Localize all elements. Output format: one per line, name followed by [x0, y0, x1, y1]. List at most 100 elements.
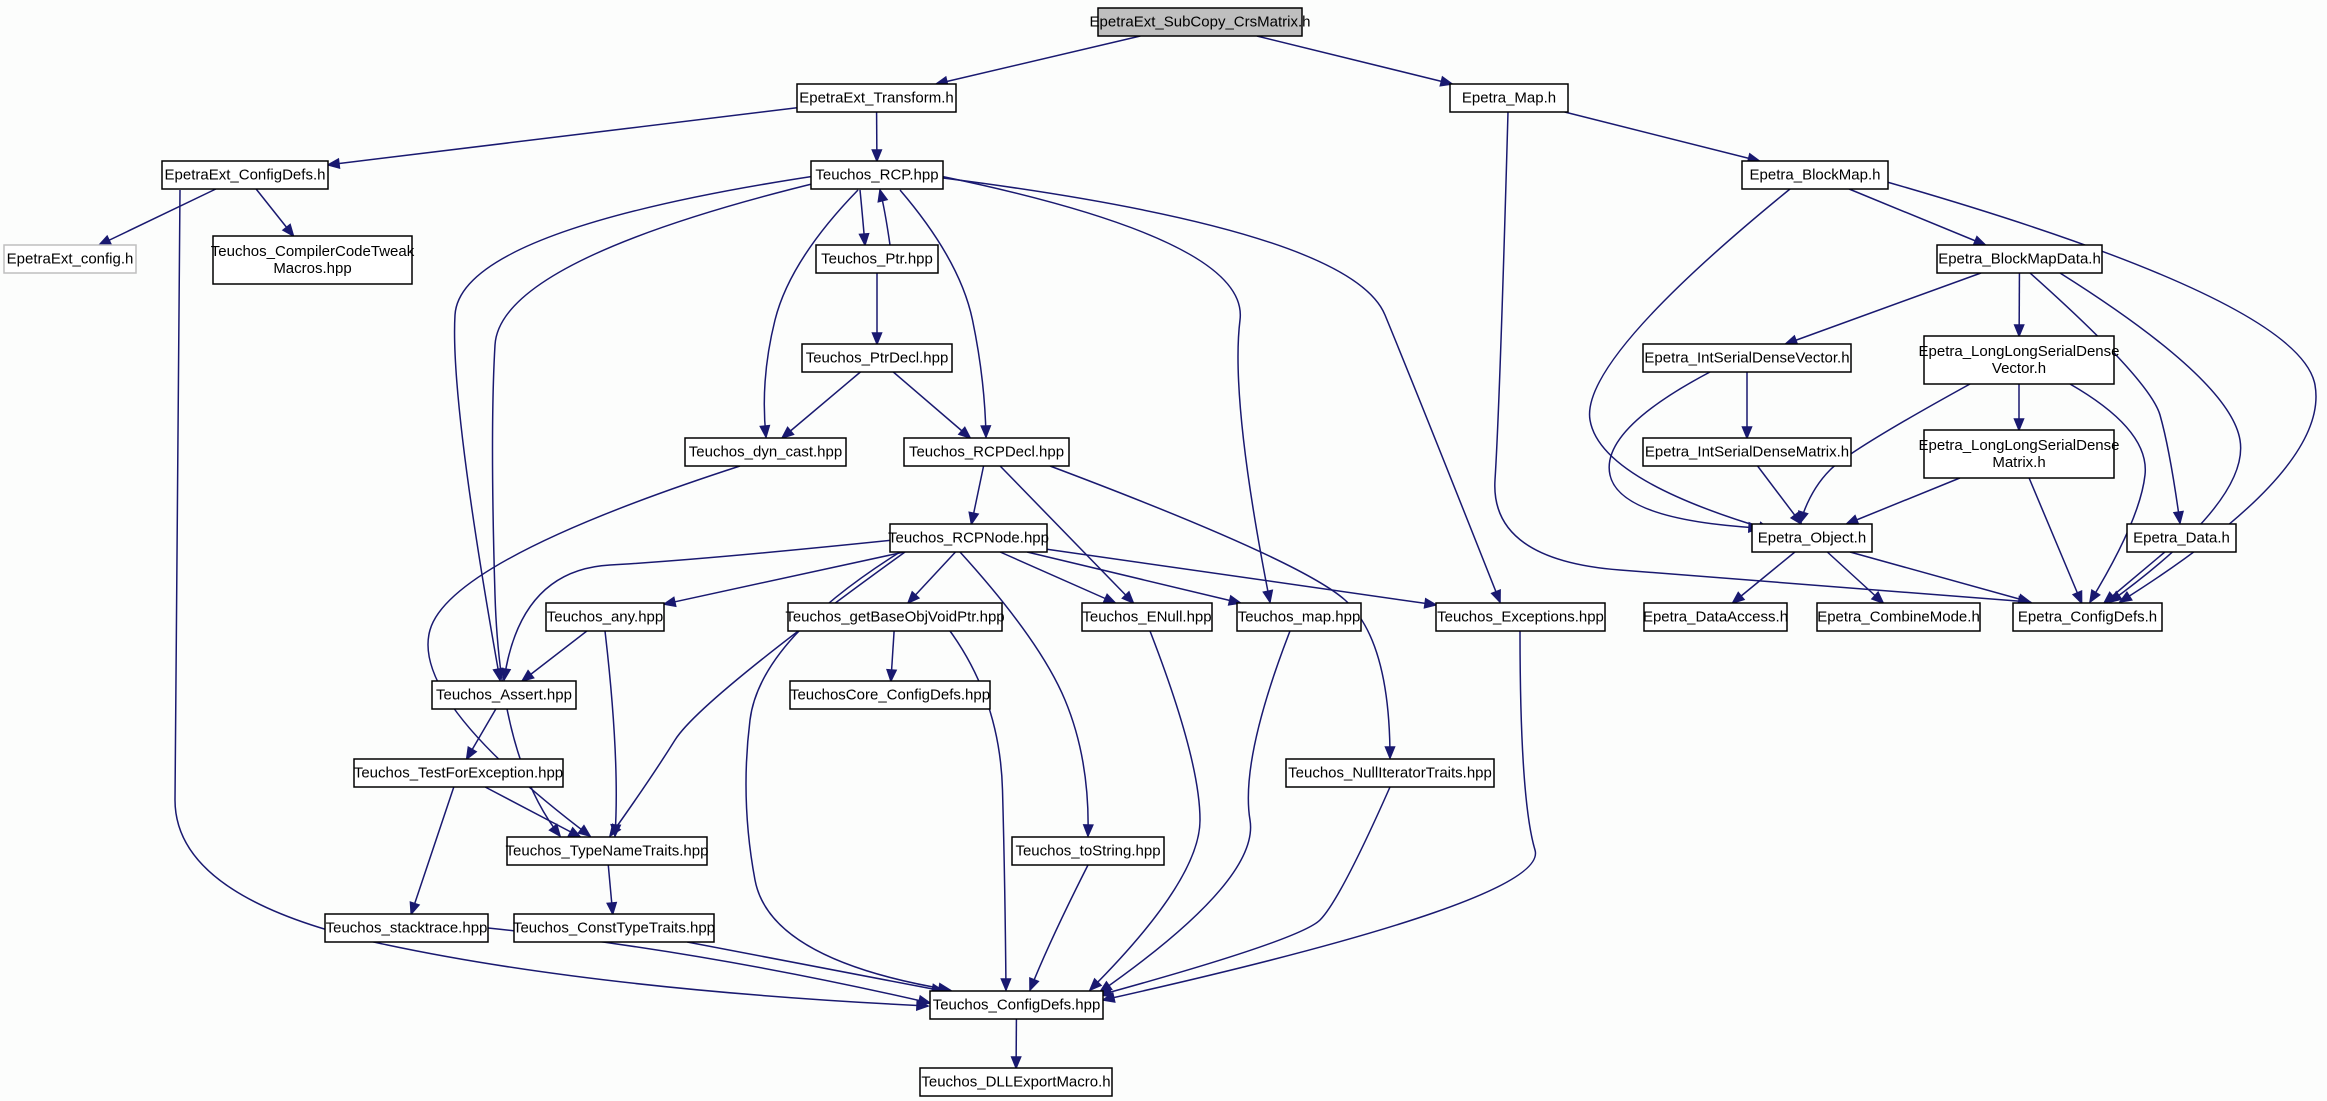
node-label: Epetra_IntSerialDenseVector.h — [1644, 350, 1849, 367]
node-exceptions[interactable]: Teuchos_Exceptions.hpp — [1435, 602, 1606, 632]
node-tostring[interactable]: Teuchos_toString.hpp — [1011, 836, 1165, 866]
node-box — [789, 680, 991, 710]
node-box — [161, 160, 329, 190]
node-tmap[interactable]: Teuchos_map.hpp — [1236, 602, 1362, 632]
node-rcpdecl[interactable]: Teuchos_RCPDecl.hpp — [903, 437, 1070, 467]
node-label: Teuchos_Ptr.hpp — [821, 251, 933, 268]
arrowhead-rcpdecl-to-nulliter — [1384, 746, 1396, 760]
node-label: Epetra_Map.h — [1462, 90, 1556, 107]
node-blockmapdata[interactable]: Epetra_BlockMapData.h — [1936, 244, 2103, 274]
node-blockmap[interactable]: Epetra_BlockMap.h — [1741, 160, 1889, 190]
node-box — [1923, 429, 2115, 479]
node-eobject[interactable]: Epetra_Object.h — [1751, 523, 1873, 553]
node-tconfig[interactable]: Teuchos_ConfigDefs.hpp — [929, 990, 1104, 1020]
node-rcp[interactable]: Teuchos_RCP.hpp — [810, 160, 944, 190]
edge-rcp-to-tmap — [939, 175, 1271, 603]
node-getbase[interactable]: Teuchos_getBaseObjVoidPtr.hpp — [785, 602, 1005, 632]
node-typename[interactable]: Teuchos_TypeNameTraits.hpp — [506, 836, 709, 866]
node-combinemode[interactable]: Epetra_CombineMode.h — [1816, 602, 1981, 632]
node-nulliter[interactable]: Teuchos_NullIteratorTraits.hpp — [1285, 758, 1495, 788]
node-intsdv[interactable]: Epetra_IntSerialDenseVector.h — [1642, 343, 1852, 373]
node-ptr[interactable]: Teuchos_Ptr.hpp — [815, 244, 939, 274]
arrowhead-rcp-to-dyncast — [759, 424, 771, 439]
node-box — [919, 1067, 1113, 1097]
node-econfig[interactable]: Epetra_ConfigDefs.h — [2012, 602, 2163, 632]
arrowhead-rcpnode-to-tostring — [1082, 824, 1094, 838]
node-label: Epetra_CombineMode.h — [1817, 609, 1980, 626]
node-extconfig[interactable]: EpetraExt_ConfigDefs.h — [161, 160, 329, 190]
edge-rcpnode-to-enull — [999, 551, 1116, 604]
node-transform[interactable]: EpetraExt_Transform.h — [796, 83, 957, 113]
node-label: Teuchos_PtrDecl.hpp — [806, 350, 949, 367]
node-label: Teuchos_CompilerCodeTweak — [211, 243, 415, 260]
edges-layer — [97, 35, 2317, 1070]
node-ptrdecl[interactable]: Teuchos_PtrDecl.hpp — [801, 343, 953, 373]
node-label: Epetra_LongLongSerialDense — [1919, 437, 2120, 454]
node-label: Epetra_ConfigDefs.h — [2018, 609, 2157, 626]
arrowhead-tconfig-to-dllexport — [1010, 1056, 1022, 1070]
node-testforexc[interactable]: Teuchos_TestForException.hpp — [353, 758, 564, 788]
node-label: Teuchos_NullIteratorTraits.hpp — [1288, 765, 1492, 782]
node-label: Epetra_IntSerialDenseMatrix.h — [1645, 444, 1849, 461]
node-box — [353, 758, 564, 788]
arrowhead-extconfig-to-compiler — [281, 223, 295, 238]
arrowhead-rcpnode-to-exceptions — [1423, 597, 1438, 609]
node-stacktrace[interactable]: Teuchos_stacktrace.hpp — [324, 913, 489, 943]
arrowhead-assert-to-testforexc — [465, 746, 478, 761]
arrowhead-llsdv-to-econfig — [2088, 589, 2101, 604]
node-label: Teuchos_TypeNameTraits.hpp — [506, 843, 709, 860]
node-label: Teuchos_toString.hpp — [1015, 843, 1160, 860]
node-box — [1236, 602, 1362, 632]
node-dllexport[interactable]: Teuchos_DLLExportMacro.h — [919, 1067, 1113, 1097]
node-box — [1285, 758, 1495, 788]
node-box — [3, 244, 137, 274]
node-box — [1923, 335, 2115, 385]
node-intsdm[interactable]: Epetra_IntSerialDenseMatrix.h — [1642, 437, 1852, 467]
node-rcpnode[interactable]: Teuchos_RCPNode.hpp — [888, 523, 1049, 553]
arrowhead-blockmap-to-blockmapdata — [1972, 235, 1988, 246]
edge-rcpnode-to-assert — [503, 539, 895, 681]
arrowhead-getbase-to-coreconfig — [886, 668, 898, 683]
node-box — [815, 244, 939, 274]
arrowhead-llsdm-to-eobject — [1844, 514, 1860, 525]
node-box — [903, 437, 1070, 467]
edge-rcp-to-assert — [453, 175, 816, 681]
arrowhead-getbase-to-tconfig — [1000, 978, 1012, 992]
edge-blockmapdata-to-edata — [2029, 272, 2181, 524]
node-label: Teuchos_map.hpp — [1238, 609, 1361, 626]
node-coreconfig[interactable]: TeuchosCore_ConfigDefs.hpp — [789, 680, 991, 710]
arrowhead-rcpnode-to-enull — [1102, 593, 1118, 604]
edge-ptrdecl-to-dyncast — [781, 371, 861, 439]
node-label: Epetra_Data.h — [2133, 530, 2230, 547]
arrowhead-llsdv-to-llsdm — [2013, 418, 2025, 432]
arrowhead-intsdm-to-eobject — [1789, 511, 1803, 526]
node-assert[interactable]: Teuchos_Assert.hpp — [431, 680, 577, 710]
arrowhead-testforexc-to-stacktrace — [409, 901, 421, 916]
node-box — [684, 437, 847, 467]
arrowhead-typename-to-consttype — [606, 901, 618, 916]
edge-consttype-to-tconfig — [687, 941, 944, 992]
node-box — [1936, 244, 2103, 274]
node-edata[interactable]: Epetra_Data.h — [2126, 523, 2237, 553]
edge-rcp-to-rcpdecl — [899, 189, 987, 438]
arrowhead-rcp-to-exceptions — [1490, 589, 1501, 604]
node-dyncast[interactable]: Teuchos_dyn_cast.hpp — [684, 437, 847, 467]
node-box — [889, 523, 1048, 553]
edge-intsdv-to-eobject — [1608, 371, 1761, 529]
edge-blockmap-to-eobject — [1588, 188, 1791, 531]
node-box — [545, 602, 665, 632]
node-dataaccess[interactable]: Epetra_DataAccess.h — [1643, 602, 1788, 632]
node-extconfigh[interactable]: EpetraExt_config.h — [3, 244, 137, 274]
edge-intsdm-to-eobject — [1756, 465, 1803, 525]
node-emap[interactable]: Epetra_Map.h — [1449, 83, 1569, 113]
node-any[interactable]: Teuchos_any.hpp — [545, 602, 665, 632]
node-subcopy[interactable]: EpetraExt_SubCopy_CrsMatrix.h — [1090, 7, 1311, 37]
edge-llsdm-to-eobject — [1846, 477, 1961, 525]
arrowhead-rcp-to-tmap — [1262, 589, 1274, 604]
node-enull[interactable]: Teuchos_ENull.hpp — [1081, 602, 1213, 632]
node-consttype[interactable]: Teuchos_ConstTypeTraits.hpp — [513, 913, 715, 943]
edge-extconfig-to-extconfigh — [98, 188, 217, 246]
